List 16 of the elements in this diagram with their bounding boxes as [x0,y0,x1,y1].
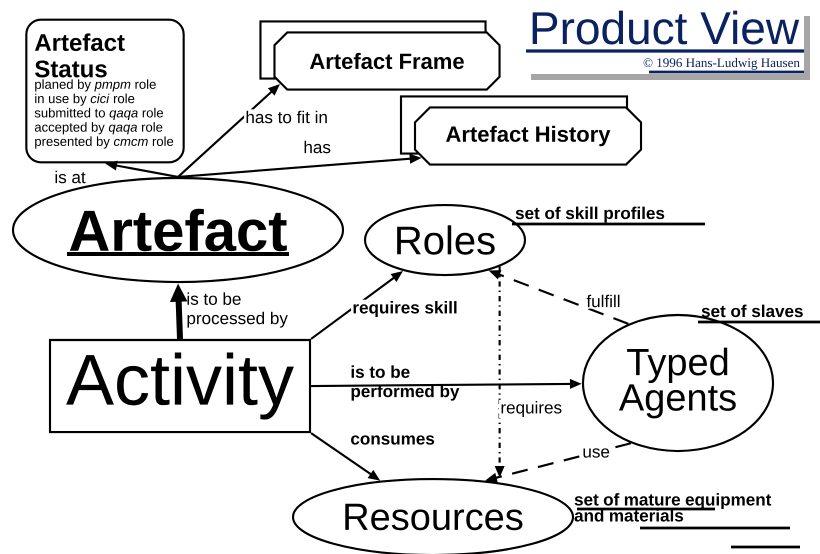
status-box: Artefact Status planed by pmpm role in use by cici role submitted to qaqa role accepted by qaqa role presented by cmcm role [25,18,185,164]
octagon-box: Artefact Frame [259,20,501,91]
edge-label: requires skill [351,300,460,318]
edge-label: consumes [349,434,436,446]
edge-label: fulfill [585,293,622,309]
edge-label: use [581,447,612,460]
edge-label: has [302,139,332,155]
edge-label: has to fit in [244,109,330,125]
note-text: set of mature equipment and materials [574,493,800,548]
copyright-note: © 1996 Hans-Ludwig Hausen [644,58,804,74]
octagon-box: Artefact History [400,95,642,166]
edge-label: is to be performed by [352,365,460,401]
note-text: set of skill profiles [512,206,705,226]
process-box: Activity [48,338,312,434]
edge-label: is to be processed by [188,292,288,328]
edge-label: requires [499,400,564,418]
